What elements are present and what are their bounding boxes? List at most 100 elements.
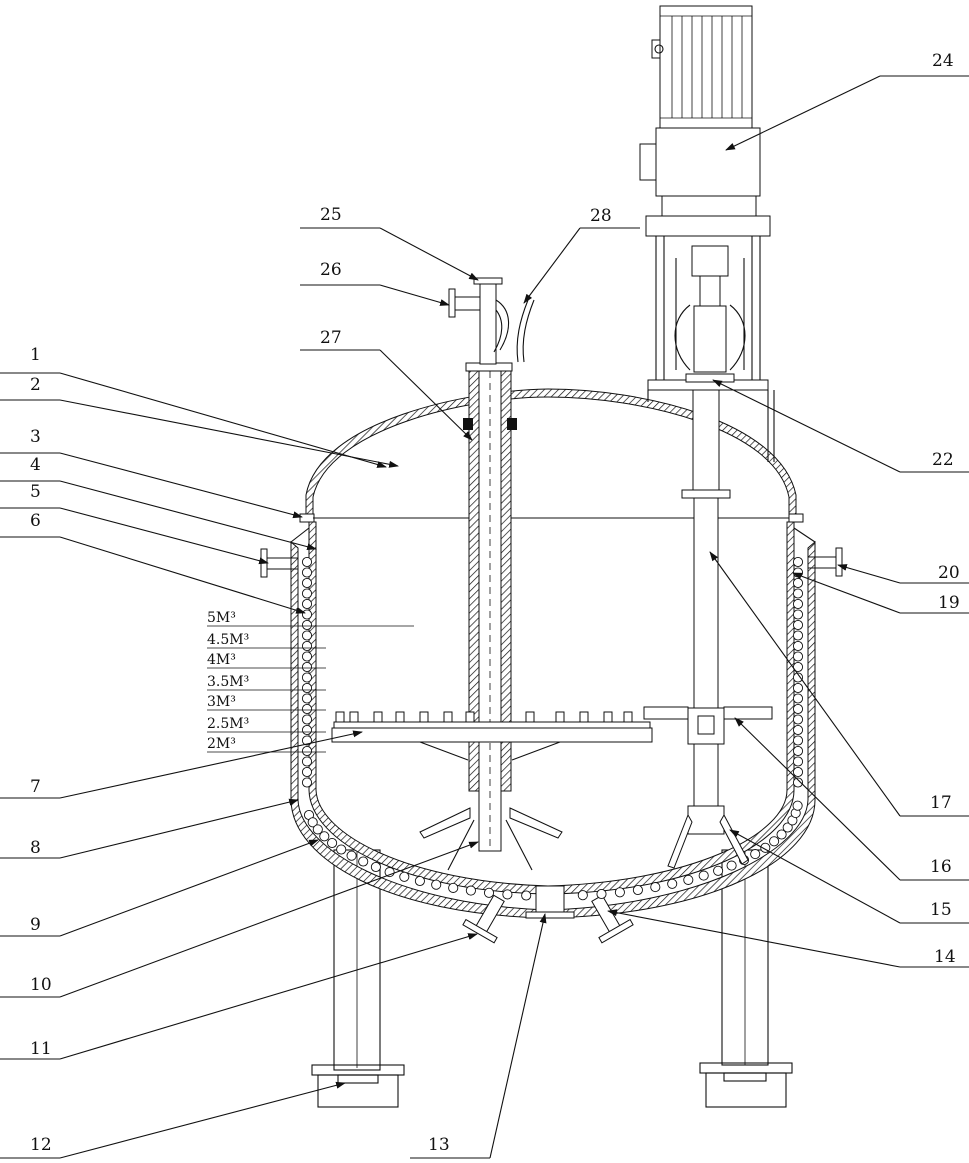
part-label-25: 25 xyxy=(320,205,342,225)
distributor-nozzle xyxy=(466,712,474,722)
coil-tube xyxy=(793,757,802,766)
coil-tube xyxy=(400,872,409,881)
coil-tube xyxy=(793,801,802,810)
distributor-nozzle xyxy=(526,712,534,722)
part-label-17: 17 xyxy=(930,793,952,813)
coil-tube xyxy=(793,715,802,724)
coil-tube xyxy=(328,838,337,847)
coil-tube xyxy=(302,778,311,787)
coil-tube xyxy=(699,871,708,880)
part-label-2: 2 xyxy=(30,375,41,395)
coil-tube xyxy=(484,888,493,897)
part-label-15: 15 xyxy=(930,900,952,920)
coil-tube xyxy=(449,883,458,892)
part-label-19: 19 xyxy=(938,593,960,613)
coil-tube xyxy=(302,746,311,755)
part-label-28: 28 xyxy=(590,206,612,226)
part-label-3: 3 xyxy=(30,427,41,447)
leader-arrow xyxy=(60,453,302,517)
coil-tube xyxy=(302,757,311,766)
coil-tube xyxy=(793,694,802,703)
coil-tube xyxy=(302,620,311,629)
coil-tube xyxy=(793,610,802,619)
leader-arrow xyxy=(60,842,478,997)
coil-tube xyxy=(714,866,723,875)
coil-tube xyxy=(302,610,311,619)
coil-tube xyxy=(302,589,311,598)
coil-tube xyxy=(415,876,424,885)
coil-tube xyxy=(302,662,311,671)
leader-arrow xyxy=(730,830,900,923)
coil-tube xyxy=(302,673,311,682)
distributor-nozzle xyxy=(444,712,452,722)
coil-tube xyxy=(668,879,677,888)
coil-tube xyxy=(371,862,380,871)
part-label-22: 22 xyxy=(932,450,954,470)
coil-tube xyxy=(302,568,311,577)
coil-tube xyxy=(633,885,642,894)
coil-tube xyxy=(359,857,368,866)
volume-mark-label: 2.5M³ xyxy=(207,716,249,732)
distributor-nozzle xyxy=(374,712,382,722)
volume-mark-label: 2M³ xyxy=(207,736,236,752)
coil-tube xyxy=(751,850,760,859)
part-label-20: 20 xyxy=(938,563,960,583)
coil-tube xyxy=(432,880,441,889)
leader-arrow xyxy=(713,380,900,472)
coil-tube xyxy=(466,886,475,895)
central-feed-pipe xyxy=(420,278,562,870)
coil-tube xyxy=(302,694,311,703)
coil-tube xyxy=(651,883,660,892)
coil-tube xyxy=(793,767,802,776)
part-label-1: 1 xyxy=(30,345,41,365)
part-label-24: 24 xyxy=(932,51,954,71)
leader-arrow xyxy=(60,934,477,1059)
volume-mark-label: 4.5M³ xyxy=(207,632,249,648)
leader-arrow xyxy=(524,228,580,303)
distributor-nozzle xyxy=(396,712,404,722)
part-label-7: 7 xyxy=(30,777,41,797)
part-label-12: 12 xyxy=(30,1135,52,1155)
part-label-14: 14 xyxy=(934,947,956,967)
leader-arrow xyxy=(60,373,386,467)
part-label-4: 4 xyxy=(30,455,41,475)
coil-tube xyxy=(302,557,311,566)
leader-arrow xyxy=(490,914,545,1158)
coil-tube xyxy=(793,620,802,629)
coil-tube xyxy=(320,832,329,841)
leader-arrow xyxy=(60,800,298,858)
part-label-27: 27 xyxy=(320,328,342,348)
coil-tube xyxy=(302,767,311,776)
coil-tube xyxy=(793,704,802,713)
coil-tube xyxy=(684,875,693,884)
part-label-26: 26 xyxy=(320,260,342,280)
coil-tube xyxy=(302,599,311,608)
part-label-10: 10 xyxy=(30,975,52,995)
distributor-nozzle xyxy=(556,712,564,722)
distributor-nozzle xyxy=(604,712,612,722)
leader-arrow xyxy=(60,508,268,563)
volume-mark-label: 4M³ xyxy=(207,652,236,668)
coil-tube xyxy=(727,861,736,870)
leader-arrow xyxy=(60,537,305,613)
volume-mark-label: 3.5M³ xyxy=(207,674,249,690)
distributor-nozzle xyxy=(580,712,588,722)
volume-mark-label: 3M³ xyxy=(207,694,236,710)
part-label-8: 8 xyxy=(30,838,41,858)
coil-tube xyxy=(793,589,802,598)
leader-arrow xyxy=(60,400,398,466)
coil-tube xyxy=(793,746,802,755)
leader-arrow xyxy=(380,228,478,280)
volume-mark-label: 5M³ xyxy=(207,610,236,626)
leader-arrow xyxy=(710,552,900,816)
coil-tube xyxy=(793,631,802,640)
coil-tube xyxy=(337,845,346,854)
part-label-6: 6 xyxy=(30,511,41,531)
coil-tube xyxy=(793,725,802,734)
coil-tube xyxy=(302,725,311,734)
agitator xyxy=(640,6,774,868)
leader-arrow xyxy=(60,481,316,549)
distributor-nozzle xyxy=(624,712,632,722)
coil-tube xyxy=(615,888,624,897)
